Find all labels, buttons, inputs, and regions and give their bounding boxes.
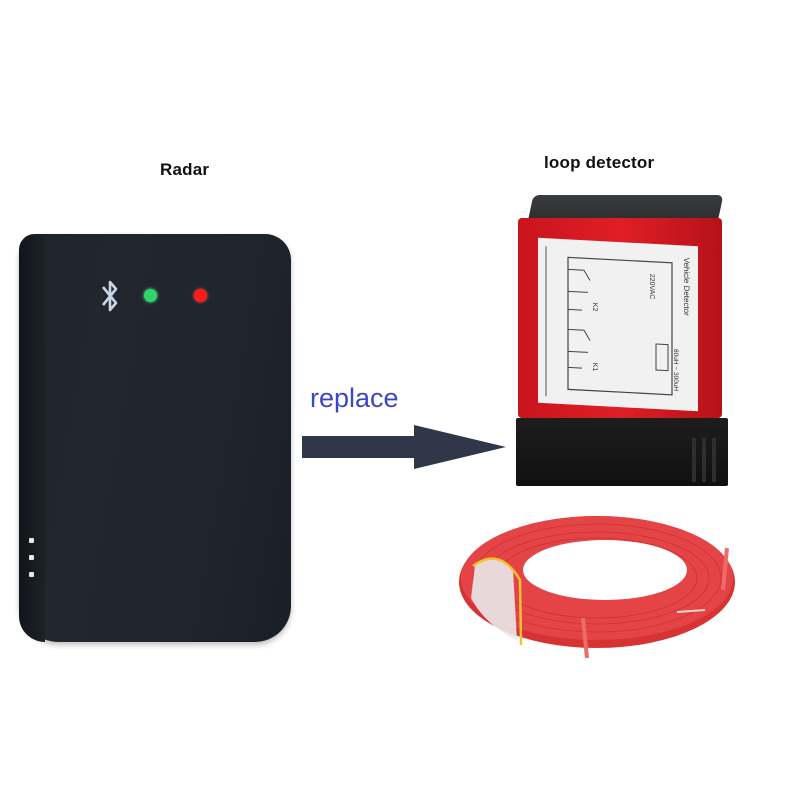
vent-dot bbox=[29, 572, 34, 577]
loop-detector-label: loop detector bbox=[544, 153, 655, 172]
range-label: 80uH ~ 300uH bbox=[672, 349, 679, 392]
green-led-icon bbox=[144, 289, 157, 302]
vent-dot bbox=[29, 555, 34, 560]
detector-wiring-panel: K2 K1 Vehicle Detector 220VAC 80uH ~ 300… bbox=[538, 237, 698, 412]
vent-dot bbox=[29, 538, 34, 543]
loop-detector-device: K2 K1 Vehicle Detector 220VAC 80uH ~ 300… bbox=[510, 190, 732, 490]
relay-k1-label: K1 bbox=[591, 363, 598, 372]
detector-black-base bbox=[516, 418, 728, 486]
replace-label: replace bbox=[310, 383, 399, 413]
power-label: 220VAC bbox=[648, 274, 655, 300]
radar-label: Radar bbox=[160, 160, 210, 179]
radar-device bbox=[19, 234, 291, 642]
relay-k2-label: K2 bbox=[591, 303, 598, 312]
red-led-icon bbox=[194, 289, 207, 302]
panel-title: Vehicle Detector bbox=[682, 257, 691, 316]
radar-side-edge bbox=[19, 234, 45, 642]
red-wire-coil bbox=[459, 516, 735, 659]
bluetooth-icon bbox=[101, 280, 118, 312]
replace-arrow-icon bbox=[302, 425, 506, 469]
